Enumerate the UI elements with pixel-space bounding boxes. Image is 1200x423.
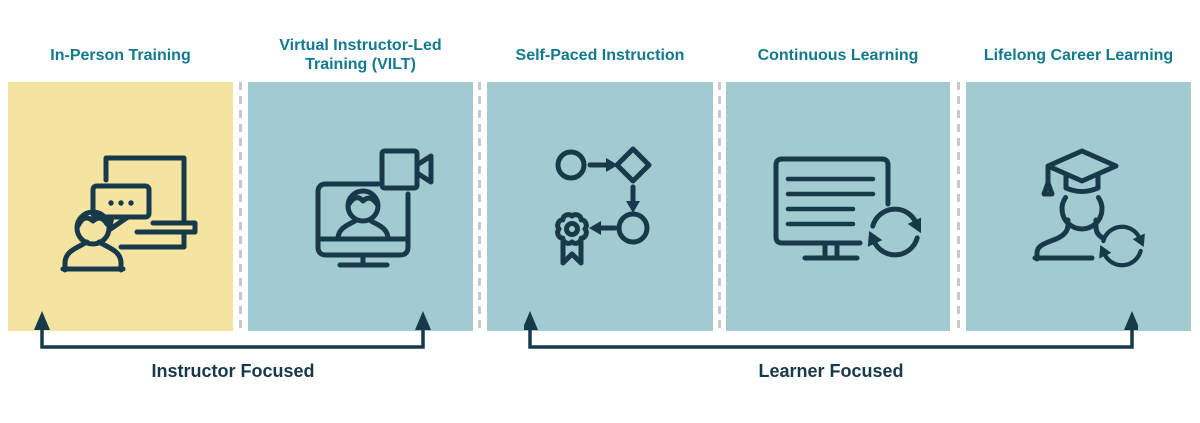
arrow-up-icon — [1124, 311, 1138, 330]
dashed-divider — [957, 82, 960, 331]
refresh-icon — [861, 209, 920, 255]
graduate-refresh-icon — [1032, 148, 1154, 282]
stage-box-vilt — [248, 82, 473, 331]
arrow-up-icon — [415, 311, 431, 330]
stage-title-vilt: Virtual Instructor-Led Training (VILT) — [279, 37, 442, 73]
stage-title-continuous-learning: Continuous Learning — [757, 46, 919, 64]
arrow-up-icon — [34, 311, 50, 330]
stage-box-continuous-learning — [726, 82, 950, 331]
dashed-divider — [239, 82, 242, 331]
monitor-text-refresh-icon — [773, 156, 921, 260]
group-label-learner-focused: Learner Focused — [758, 361, 904, 381]
arrow-up-icon — [524, 311, 538, 330]
group-label-instructor-focused: Instructor Focused — [151, 361, 315, 381]
dashed-divider — [478, 82, 481, 331]
stage-box-lifelong-career-learning — [966, 82, 1191, 331]
refresh-icon — [1094, 226, 1150, 264]
stage-title-in-person-training: In-Person Training — [50, 46, 191, 64]
presenter-whiteboard-icon — [60, 155, 197, 272]
instructor-focused-bracket — [34, 311, 431, 349]
stage-title-self-paced: Self-Paced Instruction — [515, 46, 685, 64]
dashed-divider — [718, 82, 721, 331]
stage-title-lifelong-career-learning: Lifelong Career Learning — [983, 46, 1174, 64]
learner-focused-bracket — [524, 311, 1138, 349]
stage-box-self-paced — [487, 82, 713, 331]
monitor-person-video-camera-icon — [315, 148, 433, 267]
stage-box-in-person-training — [8, 82, 233, 331]
flowchart-award-badge-icon — [555, 146, 652, 265]
